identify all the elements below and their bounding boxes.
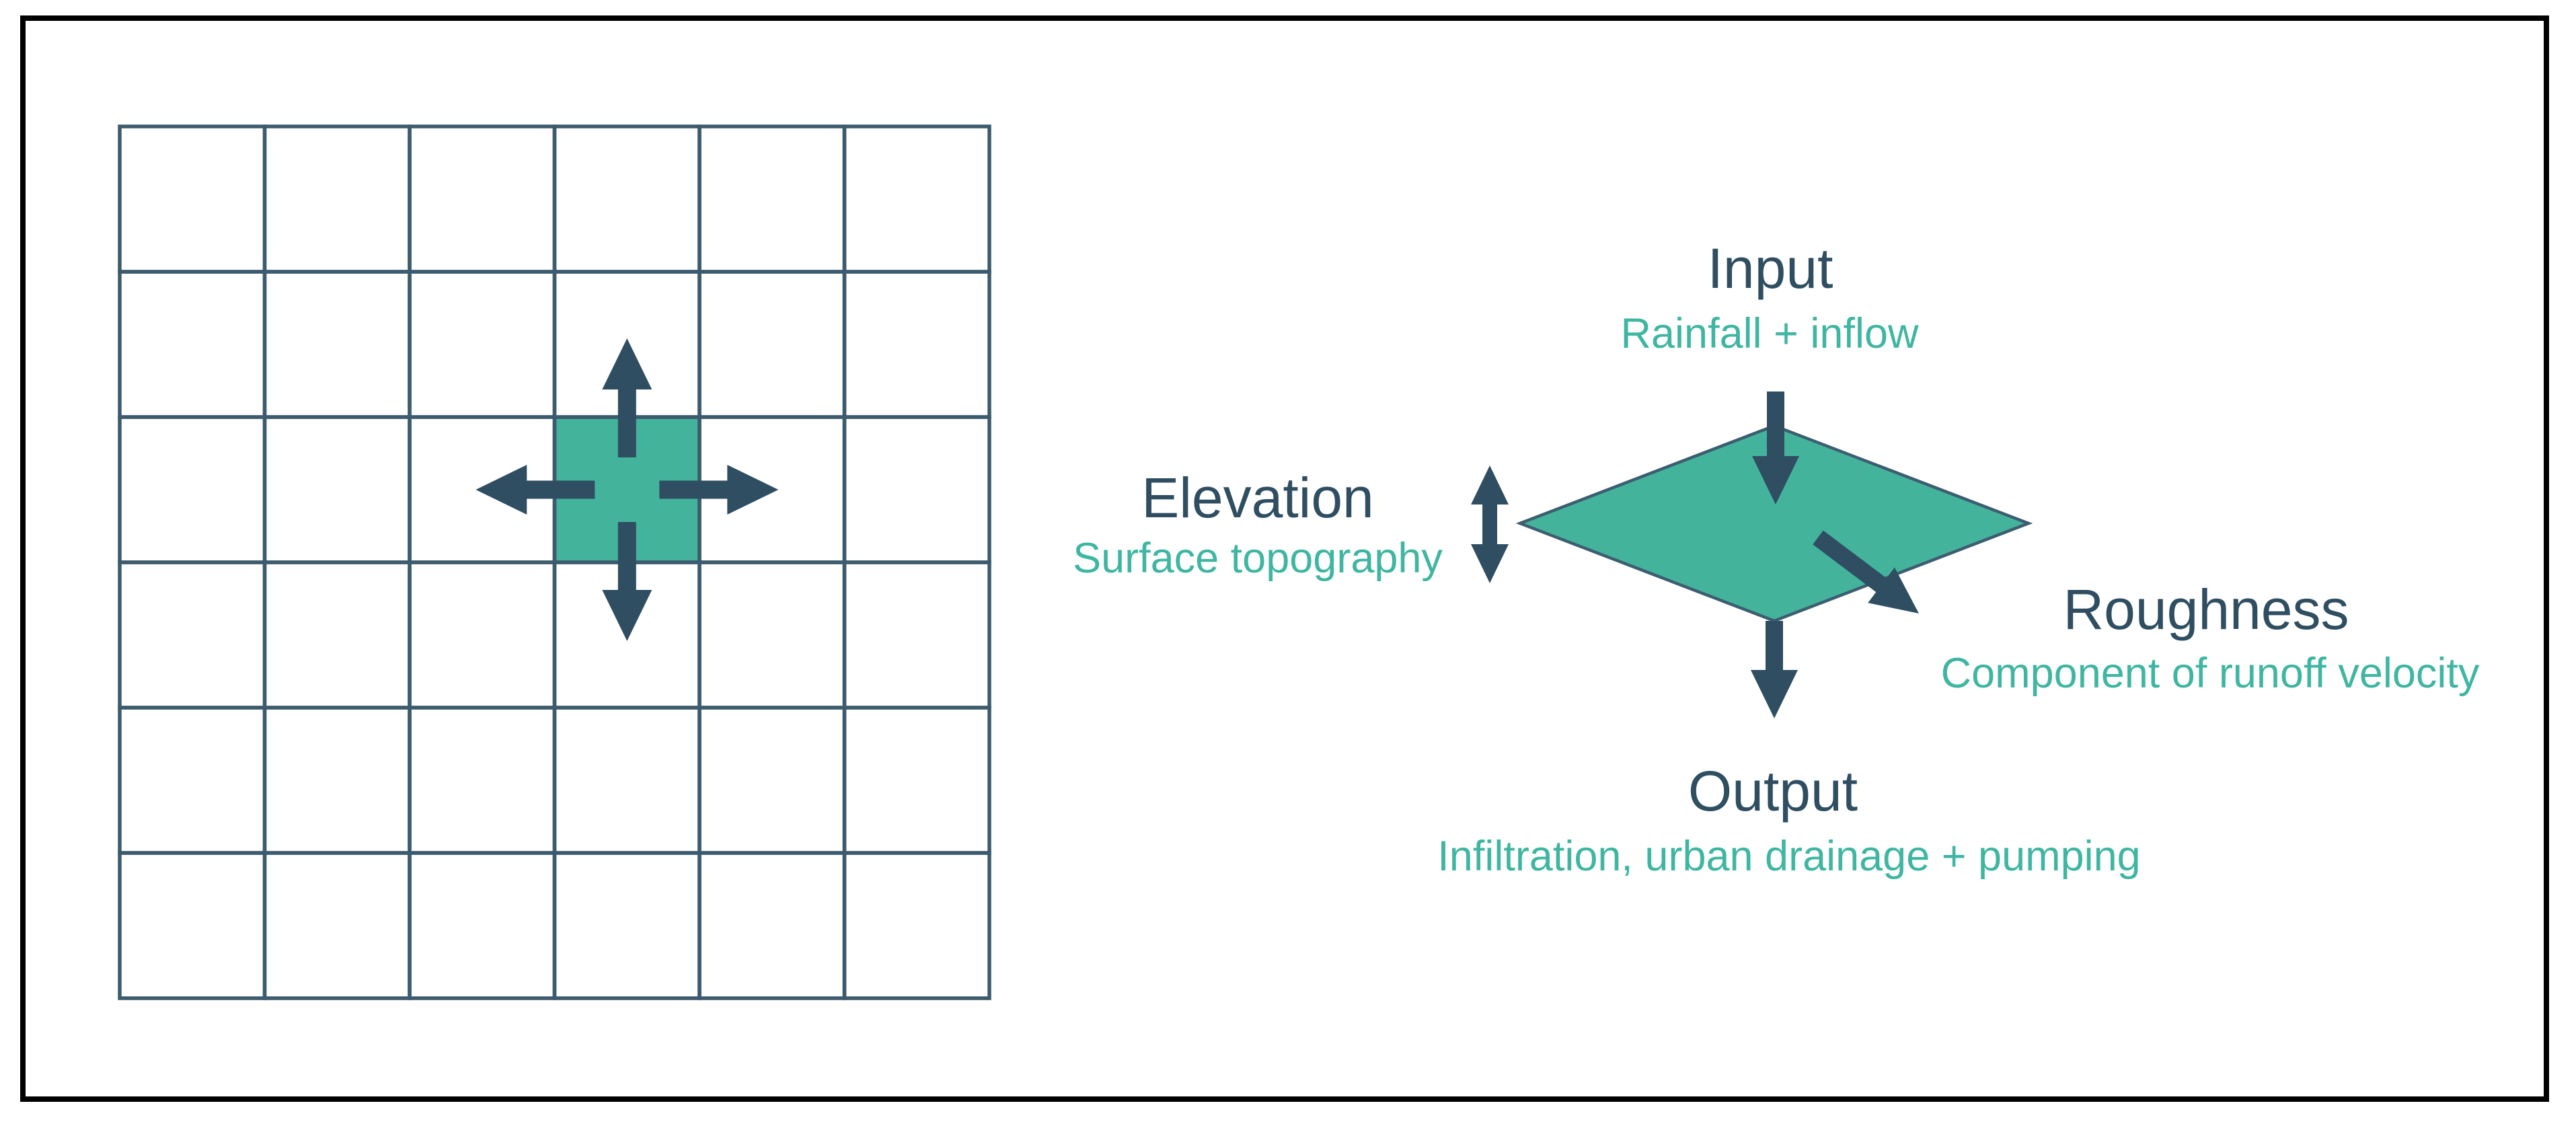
roughness-subtitle: Component of runoff velocity	[1940, 650, 2480, 697]
outer-frame	[20, 15, 2549, 1102]
input-title: Input	[1707, 237, 1833, 300]
grid-cell	[118, 851, 267, 1000]
grid-cell	[842, 415, 991, 564]
output-arrow-icon	[1751, 621, 1798, 718]
output-title: Output	[1688, 759, 1858, 823]
grid-cell	[408, 560, 557, 710]
grid-cell	[118, 124, 267, 274]
grid-flow-arrow-down-icon	[602, 522, 652, 641]
grid-cell	[842, 270, 991, 419]
elevation-double-arrow-icon	[1471, 465, 1509, 583]
roughness-arrow-icon	[1813, 530, 1919, 613]
grid-cell	[697, 270, 847, 419]
surface-diamond	[1515, 424, 2033, 623]
grid-cell	[697, 706, 847, 855]
elevation-title: Elevation	[1141, 466, 1374, 529]
roughness-title: Roughness	[2063, 578, 2349, 641]
grid-flow-arrow-up-icon	[602, 338, 652, 457]
grid-flow-arrow-right-icon	[659, 465, 779, 515]
grid-flow-arrow-left-icon	[476, 465, 595, 515]
grid-cell	[842, 851, 991, 1000]
grid-cell	[408, 851, 557, 1000]
grid-cell	[408, 706, 557, 855]
grid-cell	[262, 560, 412, 710]
grid-cell	[697, 560, 847, 710]
grid-cell	[262, 851, 412, 1000]
grid-cell	[118, 415, 267, 564]
grid-cell	[262, 270, 412, 419]
grid-cell	[408, 270, 557, 419]
output-subtitle: Infiltration, urban drainage + pumping	[1437, 833, 2141, 880]
grid-cell	[552, 124, 702, 274]
input-subtitle: Rainfall + inflow	[1620, 310, 1919, 357]
grid-cell	[118, 560, 267, 710]
grid-cell	[552, 706, 702, 855]
grid-cell	[262, 706, 412, 855]
grid-cell	[118, 270, 267, 419]
grid-cell	[842, 560, 991, 710]
grid-cell	[697, 124, 847, 274]
grid-cell	[408, 124, 557, 274]
grid-cell	[552, 851, 702, 1000]
grid-cell	[697, 851, 847, 1000]
grid-cell	[118, 706, 267, 855]
grid-cell	[842, 124, 991, 274]
grid-cell	[262, 124, 412, 274]
grid-cell	[842, 706, 991, 855]
grid-cell	[262, 415, 412, 564]
input-arrow-icon	[1752, 391, 1799, 504]
elevation-subtitle: Surface topography	[1073, 535, 1443, 582]
